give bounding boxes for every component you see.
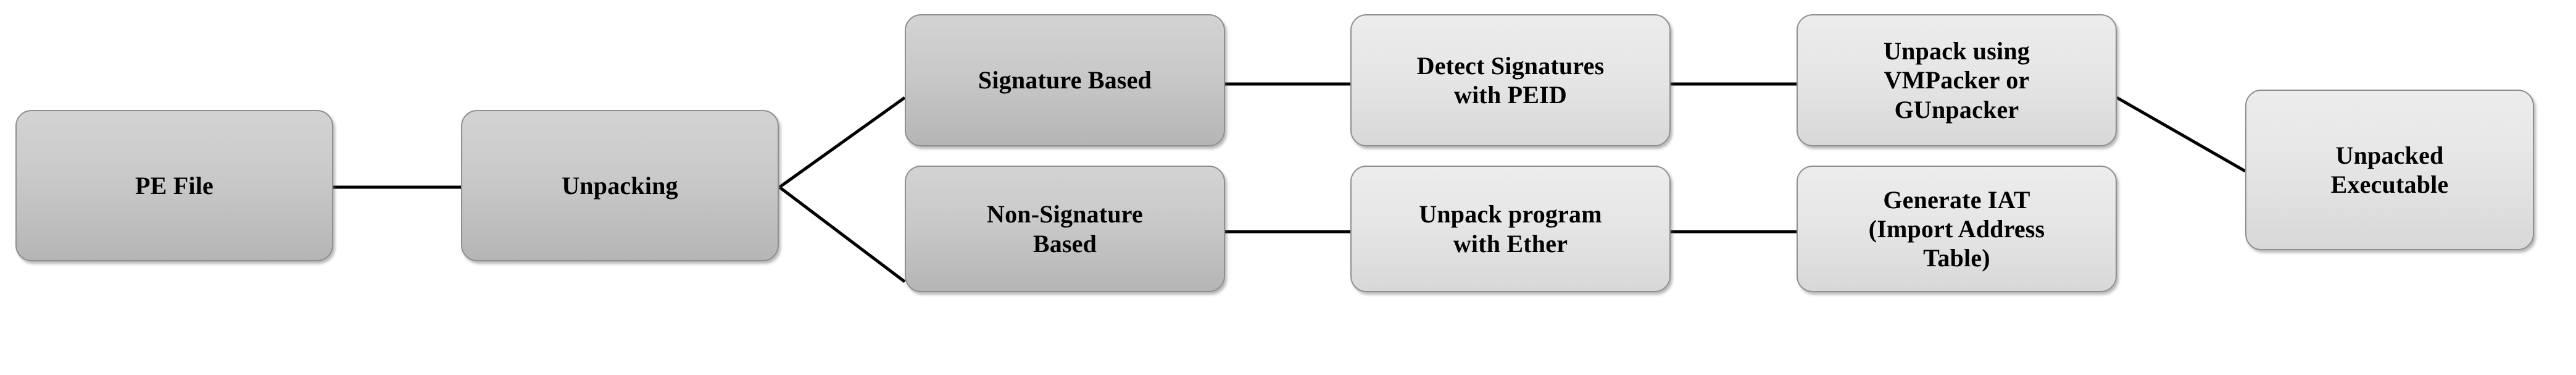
node-label-unpacking: Unpacking <box>562 171 678 200</box>
node-label-non-signature-based: Non-Signature Based <box>986 200 1143 258</box>
node-unpack-vmpacker[interactable]: Unpack using VMPacker or GUnpacker <box>1797 14 2117 146</box>
node-label-unpacked-executable: Unpacked Executable <box>2330 141 2449 198</box>
node-label-unpack-ether: Unpack program with Ether <box>1419 200 1602 258</box>
node-unpack-ether[interactable]: Unpack program with Ether <box>1350 166 1671 292</box>
connector-unpacking-to-signature <box>778 96 906 189</box>
node-non-signature-based[interactable]: Non-Signature Based <box>905 166 1225 292</box>
node-label-signature-based: Signature Based <box>978 66 1152 95</box>
node-signature-based[interactable]: Signature Based <box>905 14 1225 146</box>
node-detect-signatures[interactable]: Detect Signatures with PEID <box>1350 14 1671 146</box>
node-generate-iat[interactable]: Generate IAT (Import Address Table) <box>1797 166 2117 292</box>
node-label-detect-signatures: Detect Signatures with PEID <box>1416 51 1605 109</box>
node-label-unpack-vmpacker: Unpack using VMPacker or GUnpacker <box>1884 37 2030 124</box>
node-unpacked-executable[interactable]: Unpacked Executable <box>2245 90 2534 250</box>
connector-vmpacker-to-unpacked <box>2116 96 2246 173</box>
node-pe-file[interactable]: PE File <box>15 110 333 261</box>
node-unpacking[interactable]: Unpacking <box>461 110 779 261</box>
node-label-pe-file: PE File <box>135 171 214 200</box>
connector-unpacking-to-non-signature <box>778 186 906 283</box>
node-label-generate-iat: Generate IAT (Import Address Table) <box>1868 185 2045 272</box>
